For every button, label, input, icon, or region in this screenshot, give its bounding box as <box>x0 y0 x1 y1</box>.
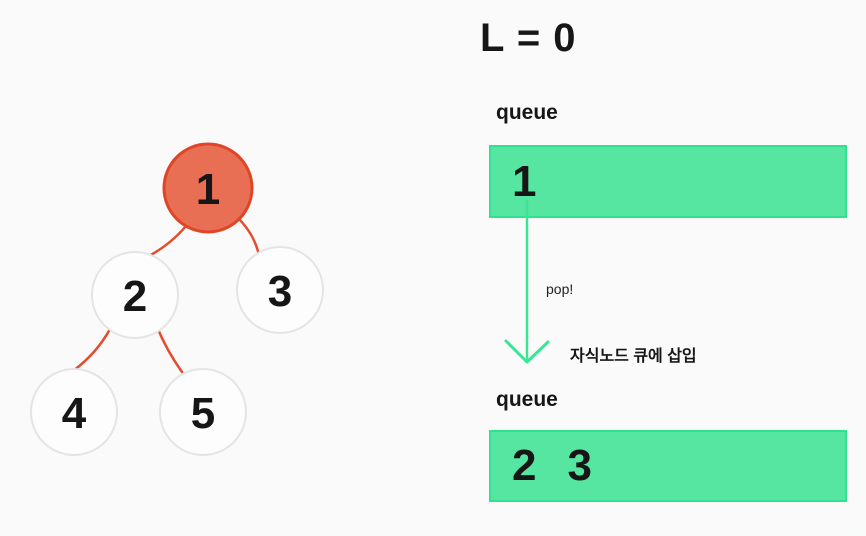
tree-node-3-label: 3 <box>268 267 292 316</box>
level-title: L = 0 <box>480 16 577 60</box>
tree-node-2-label: 2 <box>123 272 147 321</box>
binary-tree-figure: 1 2 3 4 5 <box>30 142 324 456</box>
queue-before-label: queue <box>496 101 558 124</box>
tree-node-5-label: 5 <box>191 389 215 438</box>
tree-node-1-label: 1 <box>196 165 220 214</box>
tree-edge-1-3 <box>234 214 261 257</box>
tree-node-3-circle <box>236 246 324 334</box>
tree-node-5-circle <box>159 368 247 456</box>
tree-node-4-circle <box>30 368 118 456</box>
tree-edge-2-5 <box>155 325 184 374</box>
queue-after-label: queue <box>496 388 558 411</box>
tree-node-2-circle <box>91 251 179 339</box>
tree-node-1-circle <box>162 142 254 234</box>
pop-arrowhead-icon <box>504 339 550 364</box>
queue-before-box: 1 <box>489 145 847 218</box>
insert-children-caption: 자식노드 큐에 삽입 <box>570 348 697 365</box>
tree-edge-2-4 <box>71 327 112 373</box>
queue-after-box: 2 3 <box>489 430 847 502</box>
tree-node-4-label: 4 <box>62 389 87 438</box>
queue-after-item: 3 <box>567 441 592 490</box>
tree-edge-1-2 <box>145 224 188 259</box>
pop-label: pop! <box>546 281 574 297</box>
queue-after-item: 2 <box>512 441 537 490</box>
queue-before-item: 1 <box>512 156 537 206</box>
